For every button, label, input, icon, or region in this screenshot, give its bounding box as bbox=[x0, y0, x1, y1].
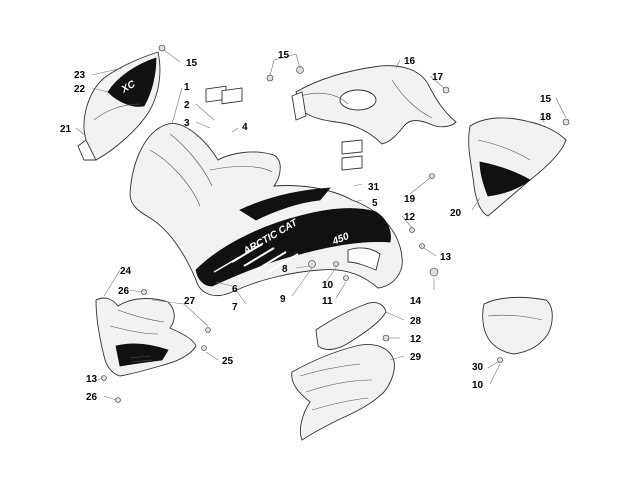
hood-panel: XC bbox=[77, 51, 161, 161]
callout-27: 27 bbox=[184, 296, 196, 307]
callout-13-upper: 13 bbox=[440, 252, 452, 263]
callout-21: 21 bbox=[60, 124, 72, 135]
callout-28: 28 bbox=[410, 316, 422, 327]
callout-16: 16 bbox=[404, 56, 416, 67]
callout-12-upper: 12 bbox=[404, 212, 416, 223]
callout-20: 20 bbox=[450, 208, 462, 219]
callout-17: 17 bbox=[432, 72, 444, 83]
side-panel bbox=[468, 117, 567, 217]
callout-19: 19 bbox=[404, 194, 416, 205]
callout-9: 9 bbox=[280, 294, 286, 305]
callout-4: 4 bbox=[242, 122, 248, 133]
callout-29: 29 bbox=[410, 352, 422, 363]
callout-22: 22 bbox=[74, 84, 86, 95]
callout-31: 31 bbox=[368, 182, 380, 193]
callout-11: 11 bbox=[322, 296, 333, 307]
callout-15-housing: 15 bbox=[278, 50, 290, 61]
callout-3: 3 bbox=[184, 118, 190, 129]
callout-12-lower: 12 bbox=[410, 334, 422, 345]
callout-6: 6 bbox=[232, 284, 238, 295]
callout-10-lower: 10 bbox=[472, 380, 484, 391]
callout-23: 23 bbox=[74, 70, 86, 81]
callout-30: 30 bbox=[472, 362, 484, 373]
callout-24: 24 bbox=[120, 266, 132, 277]
front-bumper bbox=[95, 297, 197, 377]
callout-26-lower: 26 bbox=[86, 392, 98, 403]
instrument-housing bbox=[291, 65, 457, 145]
decal-set-side bbox=[341, 139, 363, 171]
callout-15-hood: 15 bbox=[186, 58, 198, 69]
callout-5: 5 bbox=[372, 198, 378, 209]
callout-26-upper: 26 bbox=[118, 286, 130, 297]
callout-8: 8 bbox=[282, 264, 288, 275]
splash-guard bbox=[291, 301, 395, 441]
callout-18: 18 bbox=[540, 112, 552, 123]
leader-lines bbox=[75, 49, 567, 401]
callout-1: 1 bbox=[184, 82, 190, 93]
side-cover bbox=[482, 296, 553, 355]
callout-13-lower: 13 bbox=[86, 374, 98, 385]
callout-labels: 15 23 22 21 1 2 3 4 15 16 17 15 18 19 20… bbox=[60, 50, 552, 403]
callout-2: 2 bbox=[184, 100, 190, 111]
decal-set-upper bbox=[205, 85, 243, 105]
hardware bbox=[101, 44, 570, 403]
front-fender-body: ARCTIC CAT 450 bbox=[129, 123, 403, 296]
callout-14: 14 bbox=[410, 296, 422, 307]
callout-7: 7 bbox=[232, 302, 238, 313]
callout-25: 25 bbox=[222, 356, 234, 367]
callout-15-panel: 15 bbox=[540, 94, 552, 105]
callout-10-mid: 10 bbox=[322, 280, 334, 291]
